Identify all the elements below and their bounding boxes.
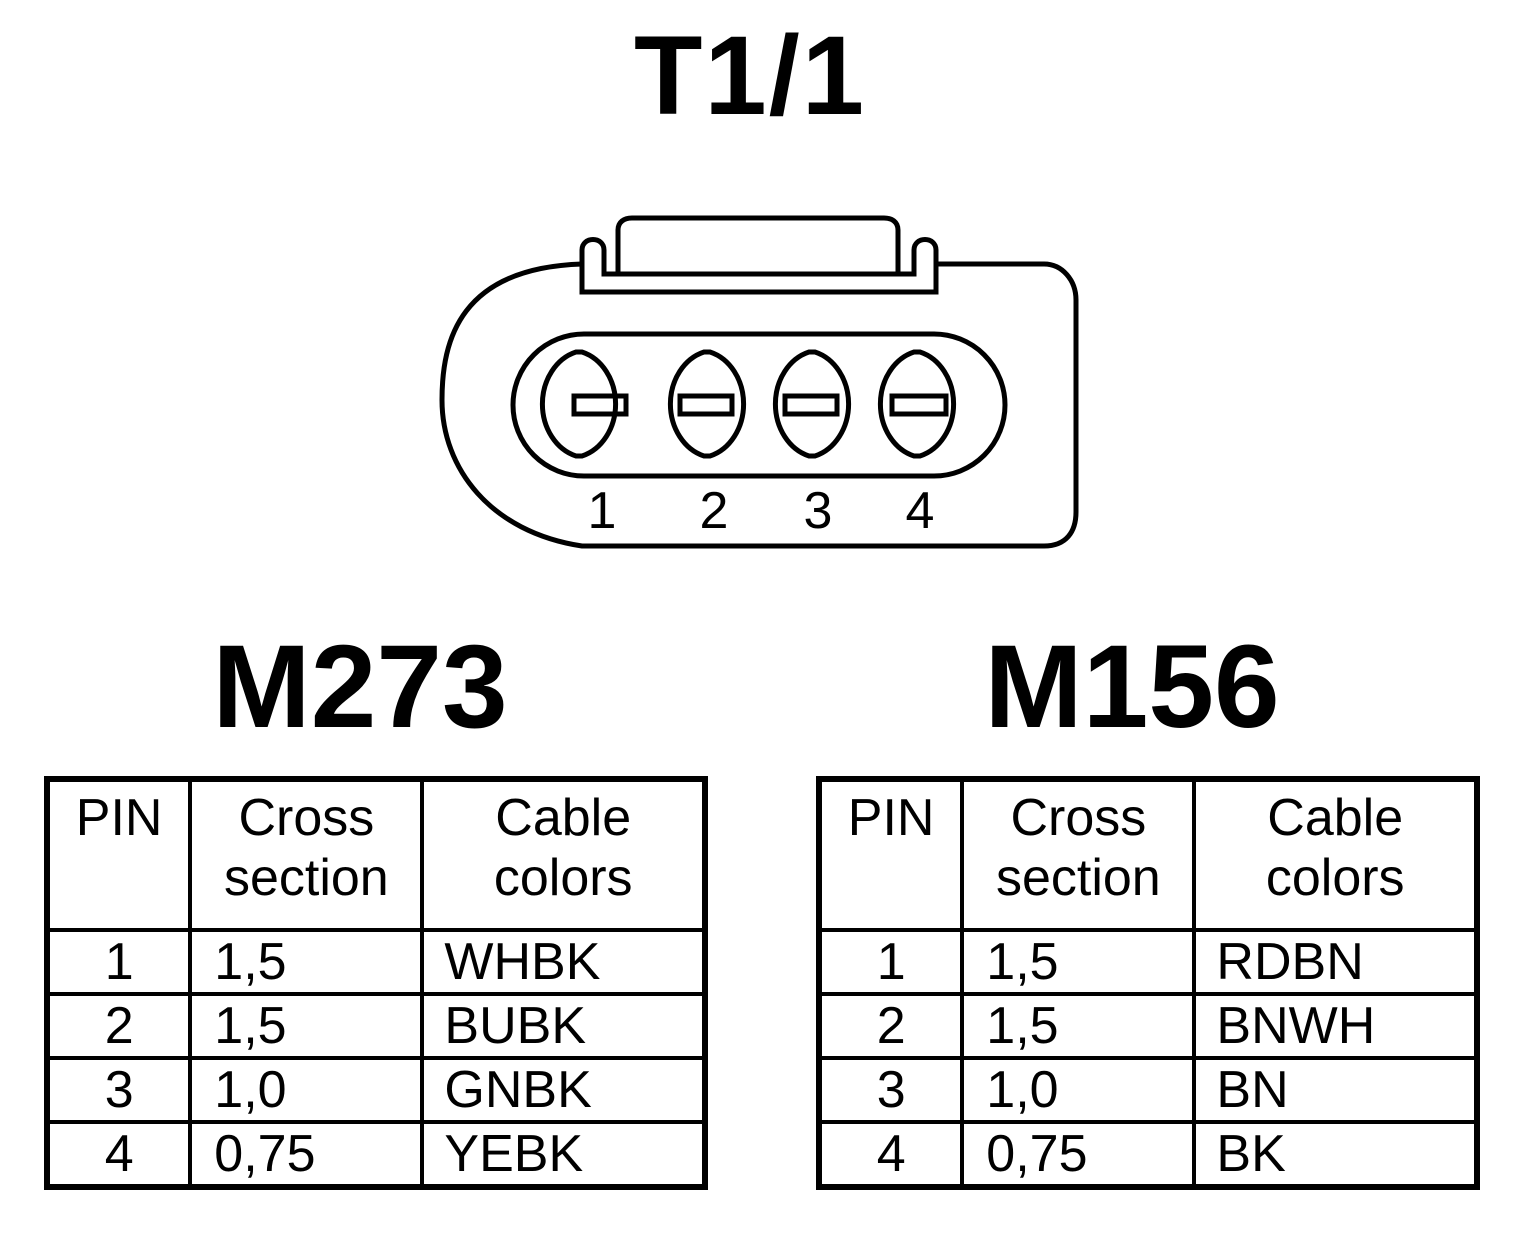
pin-2-blade (677, 393, 735, 417)
table-row: 2 1,5 BNWH (816, 992, 1479, 1060)
pin-cell: 4 (44, 1120, 193, 1189)
table-row: 3 1,0 BN (816, 1056, 1479, 1124)
m156-title: M156 (984, 621, 1280, 753)
pin-cell: 1 (44, 928, 193, 996)
cable-color-cell: BK (1192, 1120, 1479, 1189)
cable-color-cell: GNBK (420, 1056, 707, 1124)
table-row: 4 0,75 YEBK (44, 1120, 707, 1189)
cross-section-cell: 1,0 (188, 1056, 425, 1124)
pin-1-terminal (539, 349, 619, 459)
cross-section-cell: 1,0 (960, 1056, 1197, 1124)
pin-number-4: 4 (906, 482, 935, 540)
pin-cell: 3 (44, 1056, 193, 1124)
table-row: 1 1,5 WHBK (44, 928, 707, 996)
pin-cavity (510, 331, 1008, 479)
cable-color-cell: BN (1192, 1056, 1479, 1124)
pin-cell: 4 (816, 1120, 965, 1189)
pin-2-terminal (667, 349, 747, 459)
connector-latch (579, 237, 939, 295)
cross-section-cell: 1,5 (188, 992, 425, 1060)
cross-section-cell: 0,75 (960, 1120, 1197, 1189)
cable-color-cell: YEBK (420, 1120, 707, 1189)
cable-color-cell: BNWH (1192, 992, 1479, 1060)
pin-3-blade (782, 393, 840, 417)
cross-section-cell: 1,5 (960, 992, 1197, 1060)
pin-cell: 2 (816, 992, 965, 1060)
header-pin: PIN (44, 777, 193, 932)
cross-section-cell: 0,75 (188, 1120, 425, 1189)
m273-title: M273 (212, 621, 508, 753)
cross-section-cell: 1,5 (960, 928, 1197, 996)
connector-diagram: 1 2 3 4 (439, 215, 1079, 549)
pin-number-3: 3 (804, 482, 833, 540)
pin-1-blade (571, 393, 629, 417)
cross-section-cell: 1,5 (188, 928, 425, 996)
table-row: 3 1,0 GNBK (44, 1056, 707, 1124)
header-pin: PIN (816, 777, 965, 932)
table-row: 2 1,5 BUBK (44, 992, 707, 1060)
pin-4-blade (889, 393, 949, 417)
cable-color-cell: WHBK (420, 928, 707, 996)
connector-title: T1/1 (633, 13, 867, 138)
pin-4-terminal (877, 349, 957, 459)
connector-latch-top (615, 215, 901, 274)
table-row: 4 0,75 BK (816, 1120, 1479, 1189)
pin-number-1: 1 (588, 482, 617, 540)
cable-color-cell: BUBK (420, 992, 707, 1060)
pin-3-terminal (772, 349, 852, 459)
cable-color-cell: RDBN (1192, 928, 1479, 996)
connector-housing (439, 261, 1079, 549)
pin-cell: 1 (816, 928, 965, 996)
pin-cell: 3 (816, 1056, 965, 1124)
pin-cell: 2 (44, 992, 193, 1060)
table-row: 1 1,5 RDBN (816, 928, 1479, 996)
pin-number-2: 2 (700, 482, 729, 540)
